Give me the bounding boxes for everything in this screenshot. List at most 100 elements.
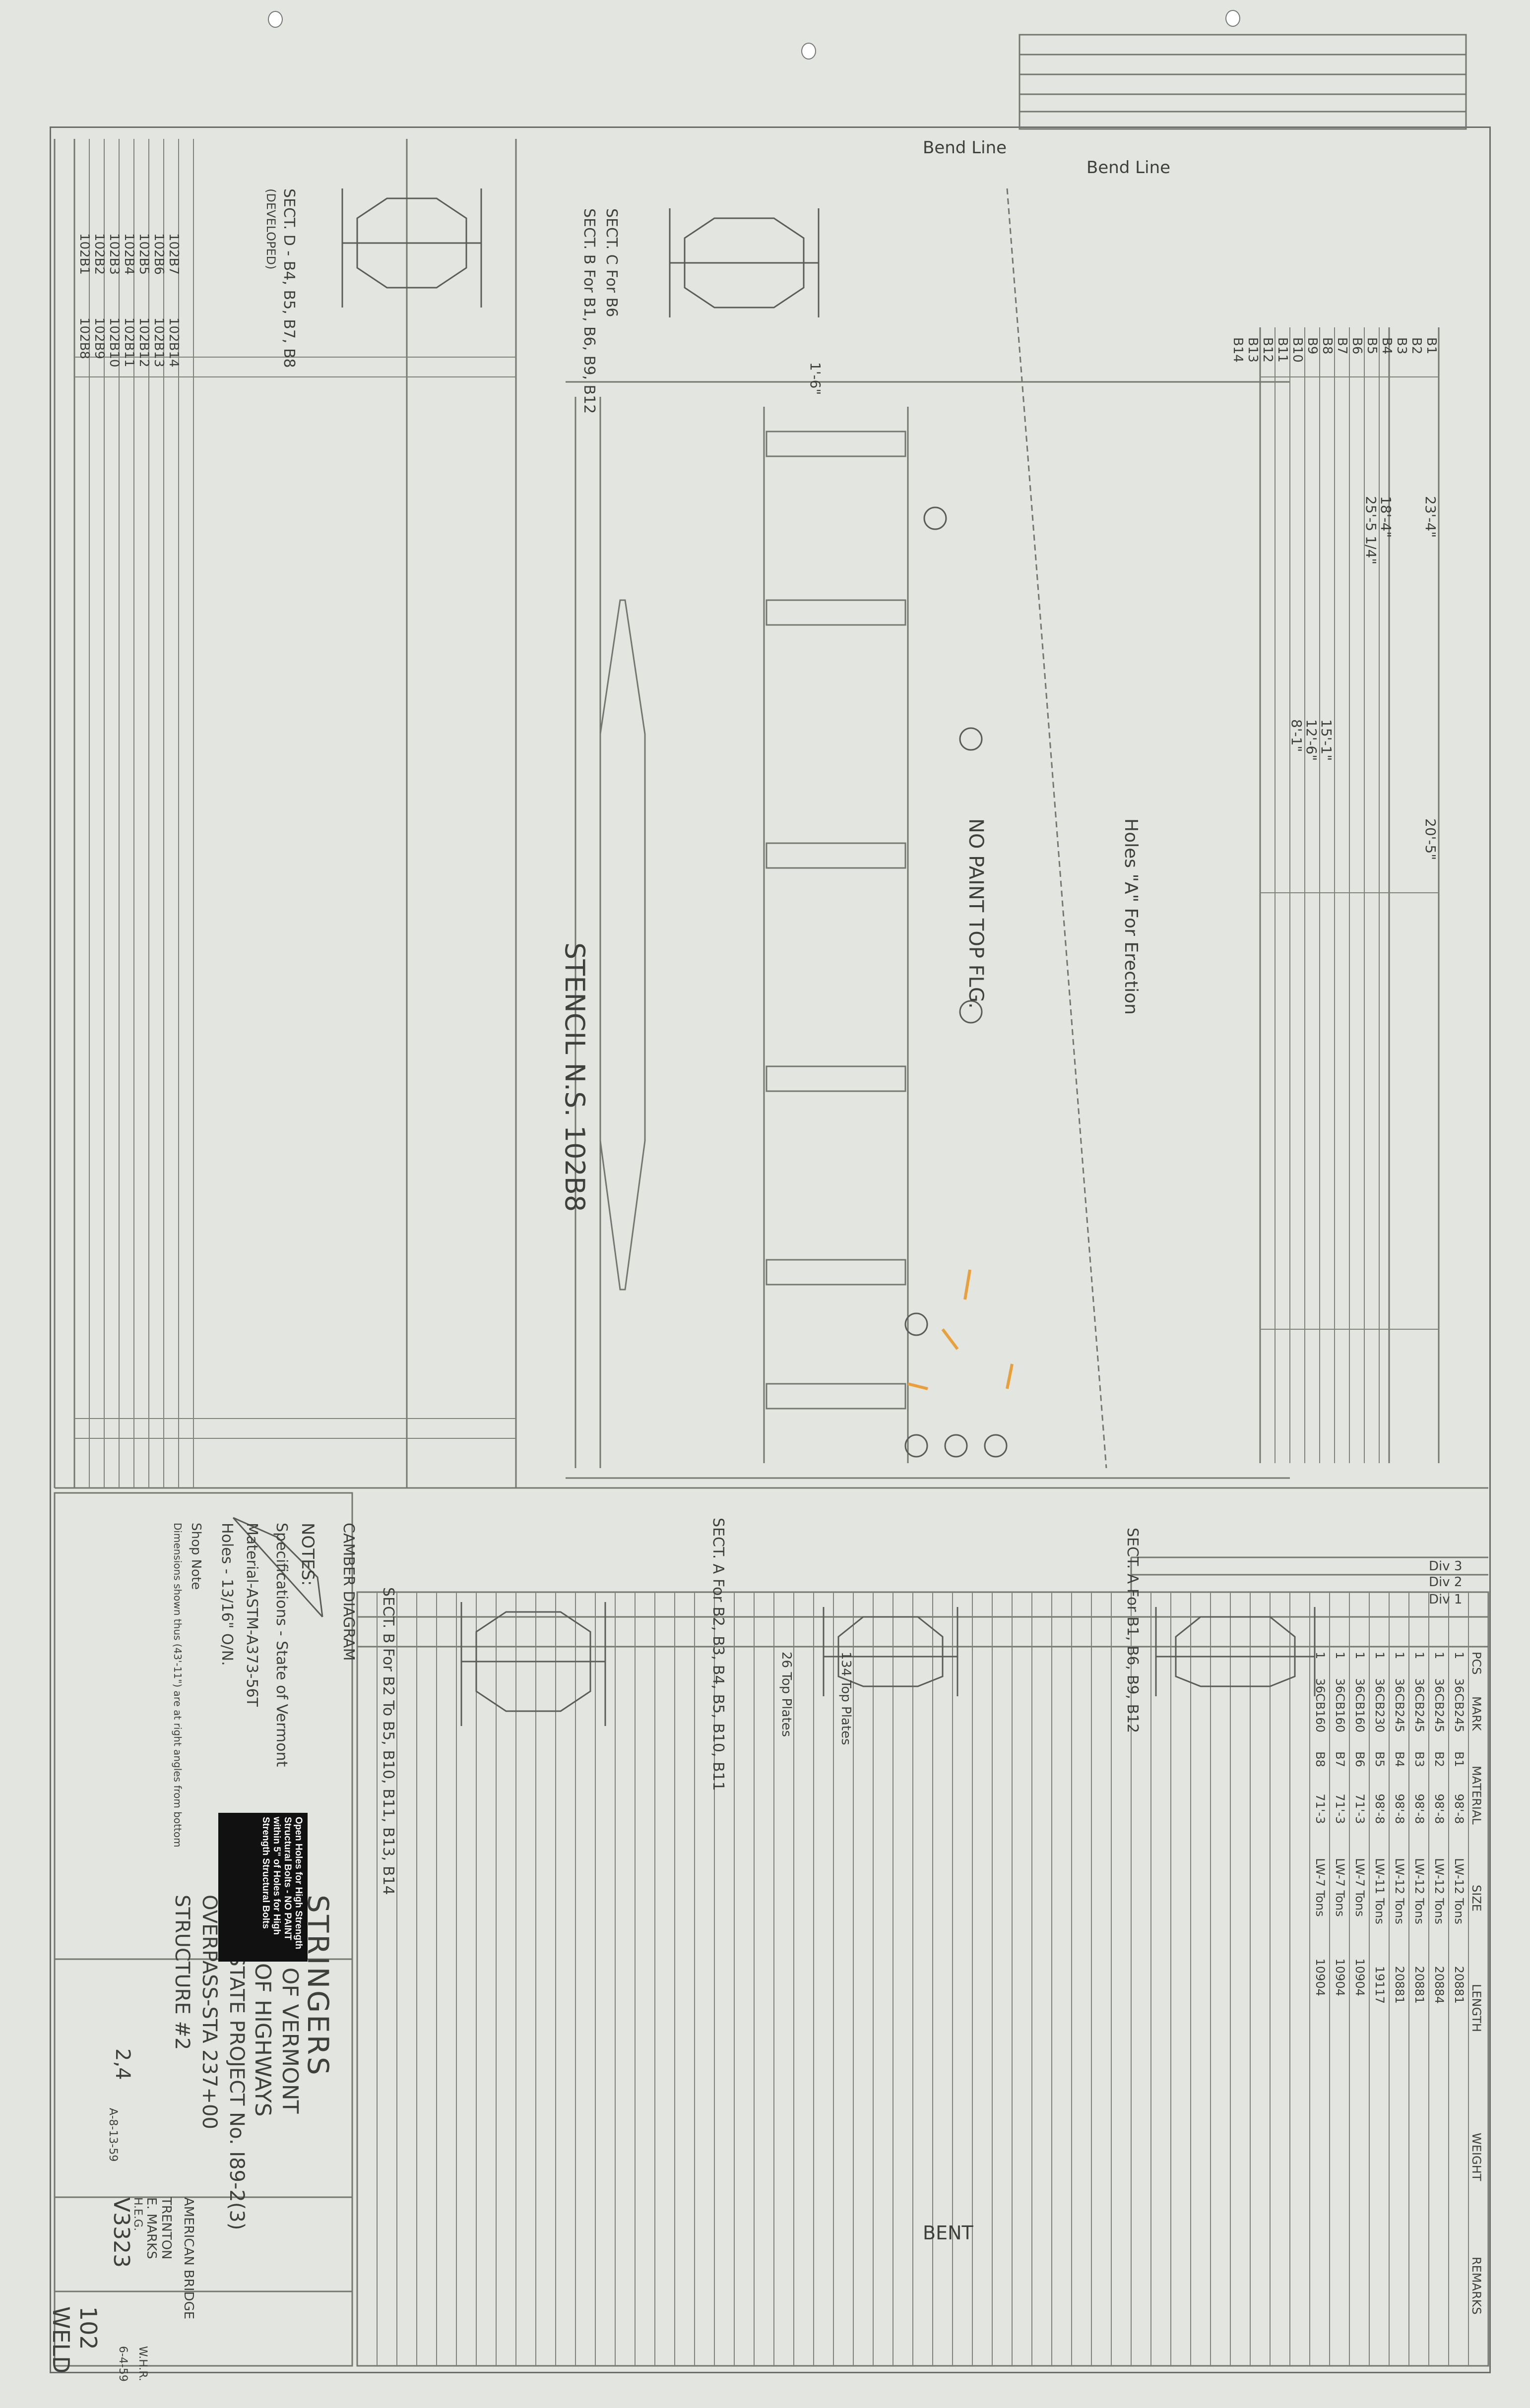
bill-cell: 36CB160 <box>1353 1678 1367 1733</box>
bill-cell: 19117 <box>1373 1966 1387 2004</box>
bill-cell: 98'-8 <box>1393 1793 1406 1824</box>
bill-cell: B1 <box>1452 1751 1466 1767</box>
mark-left: 102B7 <box>166 233 181 275</box>
bent-label: BENT <box>923 2222 973 2244</box>
dim-text: 1'-6" <box>807 362 824 395</box>
notes-spec: Specifications - State of Vermont <box>273 1523 290 1767</box>
bill-cell: 20881 <box>1452 1966 1466 2004</box>
bill-cell: 10904 <box>1353 1958 1367 1996</box>
bill-cell: 71'-3 <box>1313 1793 1327 1824</box>
bill-row: 1 36CB160 B6 71'-3 LW-7 Tons 10904 <box>1353 1652 1367 1996</box>
bill-header: REMARKS <box>1469 2257 1483 2315</box>
bill-cell: 20881 <box>1412 1966 1426 2004</box>
bill-cell: 1 <box>1412 1652 1426 1660</box>
bill-cell: LW-12 Tons <box>1452 1858 1466 1924</box>
revision-grid <box>1019 34 1467 130</box>
mark-right: B13 <box>1245 337 1260 363</box>
bldg-number: 2,4 <box>111 2048 134 2080</box>
bill-cell: LW-11 Tons <box>1373 1858 1387 1924</box>
date-text: 6-4-59 <box>117 2346 129 2382</box>
bill-misc: 134 Top Plates <box>838 1652 853 1745</box>
orange-highlights <box>907 1269 1014 1390</box>
bill-header: MARK <box>1469 1696 1483 1731</box>
bill-cell: LW-7 Tons <box>1333 1858 1347 1917</box>
high-strength-notice: Open Holes for High Strength Structural … <box>218 1813 308 1962</box>
no-paint-label: NO PAINT TOP FLG. <box>964 818 987 1009</box>
notes-heading: NOTES: <box>298 1523 318 1586</box>
bill-cell: LW-12 Tons <box>1393 1858 1406 1924</box>
punch-hole <box>1225 10 1240 27</box>
section-a2-label: SECT. A For B1, B6, B9, B12 <box>1124 1528 1141 1733</box>
mark-right: B9 <box>1305 337 1320 355</box>
bill-cell: B8 <box>1313 1751 1327 1767</box>
bill-cell: B3 <box>1412 1751 1426 1767</box>
mark-left: 102B5 <box>136 233 151 275</box>
works-name: TRENTON <box>159 2197 174 2260</box>
bill-cell: 1 <box>1393 1652 1406 1660</box>
bill-header: PCS <box>1469 1652 1483 1675</box>
bill-cell: 36CB245 <box>1452 1678 1466 1733</box>
bill-grid <box>356 1591 1489 2367</box>
bill-cell: 1 <box>1353 1652 1367 1660</box>
notice-text: Open Holes for High Strength Structural … <box>260 1817 304 1950</box>
bend-line-label: Bend Line <box>923 138 1007 158</box>
bill-header: LENGTH <box>1469 1984 1483 2032</box>
revisions-text: A-8-13-59 <box>107 2108 119 2162</box>
bill-cell: 1 <box>1313 1652 1327 1660</box>
mark-right: B12 <box>1260 337 1275 363</box>
mark-left: 102B12 <box>136 317 151 368</box>
bill-header: MATERIAL <box>1469 1766 1483 1825</box>
notes-dims: Dimensions shown thus (43'-11") are at r… <box>172 1523 184 1848</box>
notes-material: Material-ASTM-A373-56T <box>243 1523 260 1707</box>
bill-cell: B2 <box>1432 1751 1446 1767</box>
bill-cell: 36CB245 <box>1432 1678 1446 1733</box>
drawing-overpass: OVERPASS-STA 237+00 <box>198 1895 221 2129</box>
mark-right: B14 <box>1230 337 1245 363</box>
div-label: Div 1 <box>1429 1592 1463 1607</box>
bill-cell: 20881 <box>1393 1966 1406 2004</box>
notes-holes: Holes - 13/16" O/N. <box>218 1523 236 1666</box>
bill-cell: LW-12 Tons <box>1412 1858 1426 1924</box>
bill-cell: 98'-8 <box>1432 1793 1446 1824</box>
bill-cell: 36CB245 <box>1393 1678 1406 1733</box>
order-number: V3323 <box>109 2197 134 2268</box>
bill-cell: 10904 <box>1333 1958 1347 1996</box>
mark-right: B2 <box>1409 337 1424 355</box>
bill-row: 1 36CB245 B2 98'-8 LW-12 Tons 20884 <box>1432 1652 1446 2004</box>
drawing-structure: STRUCTURE #2 <box>171 1895 193 2050</box>
mark-right: B4 <box>1379 337 1394 355</box>
punch-hole <box>801 43 816 60</box>
bill-row: 1 36CB160 B8 71'-3 LW-7 Tons 10904 <box>1313 1652 1327 1996</box>
notes-shop: Shop Note <box>189 1523 203 1590</box>
mark-right: B11 <box>1275 337 1290 363</box>
bill-cell: B5 <box>1373 1751 1387 1767</box>
bill-header: WEIGHT <box>1469 2133 1483 2181</box>
bill-cell: 71'-3 <box>1353 1793 1367 1824</box>
developed-label: (DEVELOPED) <box>264 188 278 270</box>
mark-right: B7 <box>1335 337 1349 355</box>
bill-cell: 36CB160 <box>1313 1678 1327 1733</box>
bill-header: SIZE <box>1469 1885 1483 1912</box>
bill-cell: B4 <box>1393 1751 1406 1767</box>
bill-row: 1 36CB230 B5 98'-8 LW-11 Tons 19117 <box>1373 1652 1387 2004</box>
mark-left: 102B3 <box>107 233 122 275</box>
drawn-by: W.H.R. <box>136 2346 149 2381</box>
mark-left: 102B1 <box>77 233 92 275</box>
dim-text: 25'-5 1/4" <box>1363 496 1379 565</box>
div-label: Div 2 <box>1429 1575 1463 1590</box>
bill-misc: 26 Top Plates <box>779 1652 794 1737</box>
bill-row: 1 36CB245 B4 98'-8 LW-12 Tons 20881 <box>1393 1652 1406 2004</box>
bill-cell: 98'-8 <box>1452 1793 1466 1824</box>
section-a-label: SECT. A For B2, B3, B4, B5, B10, B11 <box>709 1518 727 1791</box>
dim-text: 12'-6" <box>1303 719 1320 761</box>
bill-cell: 71'-3 <box>1333 1793 1347 1824</box>
drawing-border <box>50 126 1491 2373</box>
bill-row: 1 36CB160 B7 71'-3 LW-7 Tons 10904 <box>1333 1652 1347 1996</box>
dim-text: 8'-1" <box>1288 719 1305 752</box>
dim-text: 20'-5" <box>1422 818 1439 861</box>
bill-cell: 36CB230 <box>1373 1678 1387 1733</box>
checked-by: H.E.G. <box>131 2197 144 2231</box>
mark-right: B10 <box>1290 337 1305 363</box>
